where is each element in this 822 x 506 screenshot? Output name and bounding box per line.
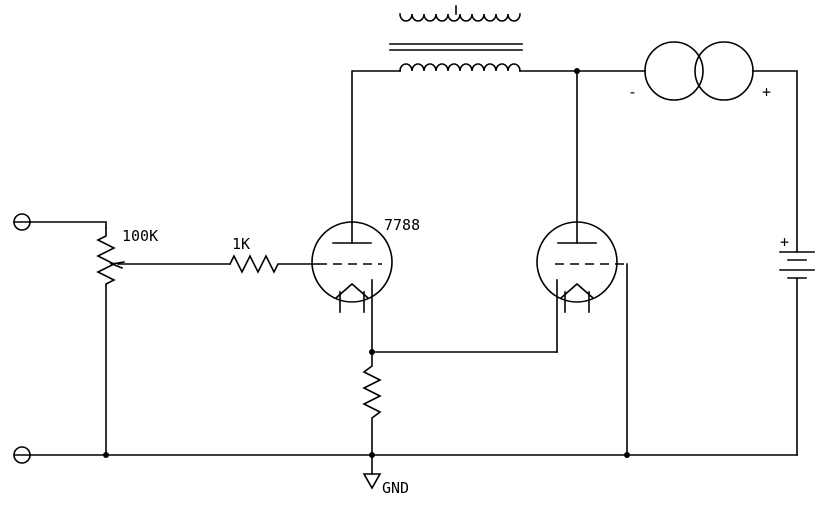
transformer bbox=[389, 5, 523, 72]
wire-left-plate bbox=[351, 70, 401, 244]
ground-label: GND bbox=[382, 479, 409, 497]
cathode-resistor bbox=[362, 351, 382, 456]
meter-minus-label: - bbox=[628, 83, 637, 101]
junction-dot-grid-ground bbox=[624, 452, 630, 458]
vacuum-tube-right bbox=[536, 221, 627, 353]
input-terminal-bottom[interactable] bbox=[13, 446, 31, 464]
meter-plus-label: + bbox=[762, 83, 771, 101]
wire-transformer-to-meter bbox=[519, 70, 646, 244]
meter bbox=[644, 41, 754, 101]
tube-label: 7788 bbox=[384, 216, 420, 234]
wire-meter-to-battery bbox=[752, 70, 798, 253]
wire-input-to-pot bbox=[29, 221, 107, 229]
grid-resistor-label: 1K bbox=[232, 235, 250, 253]
junction-dot-resistor-ground bbox=[369, 452, 375, 458]
potentiometer-label: 100K bbox=[122, 227, 158, 245]
ground-symbol bbox=[362, 454, 382, 490]
battery bbox=[779, 251, 815, 456]
input-terminal-top[interactable] bbox=[13, 213, 31, 231]
grid-resistor bbox=[228, 254, 319, 274]
battery-plus-label: + bbox=[780, 233, 789, 251]
junction-dot-cathode bbox=[369, 349, 375, 355]
junction-dot-transformer bbox=[574, 68, 580, 74]
potentiometer bbox=[96, 227, 125, 456]
junction-dot-pot-ground bbox=[103, 452, 109, 458]
